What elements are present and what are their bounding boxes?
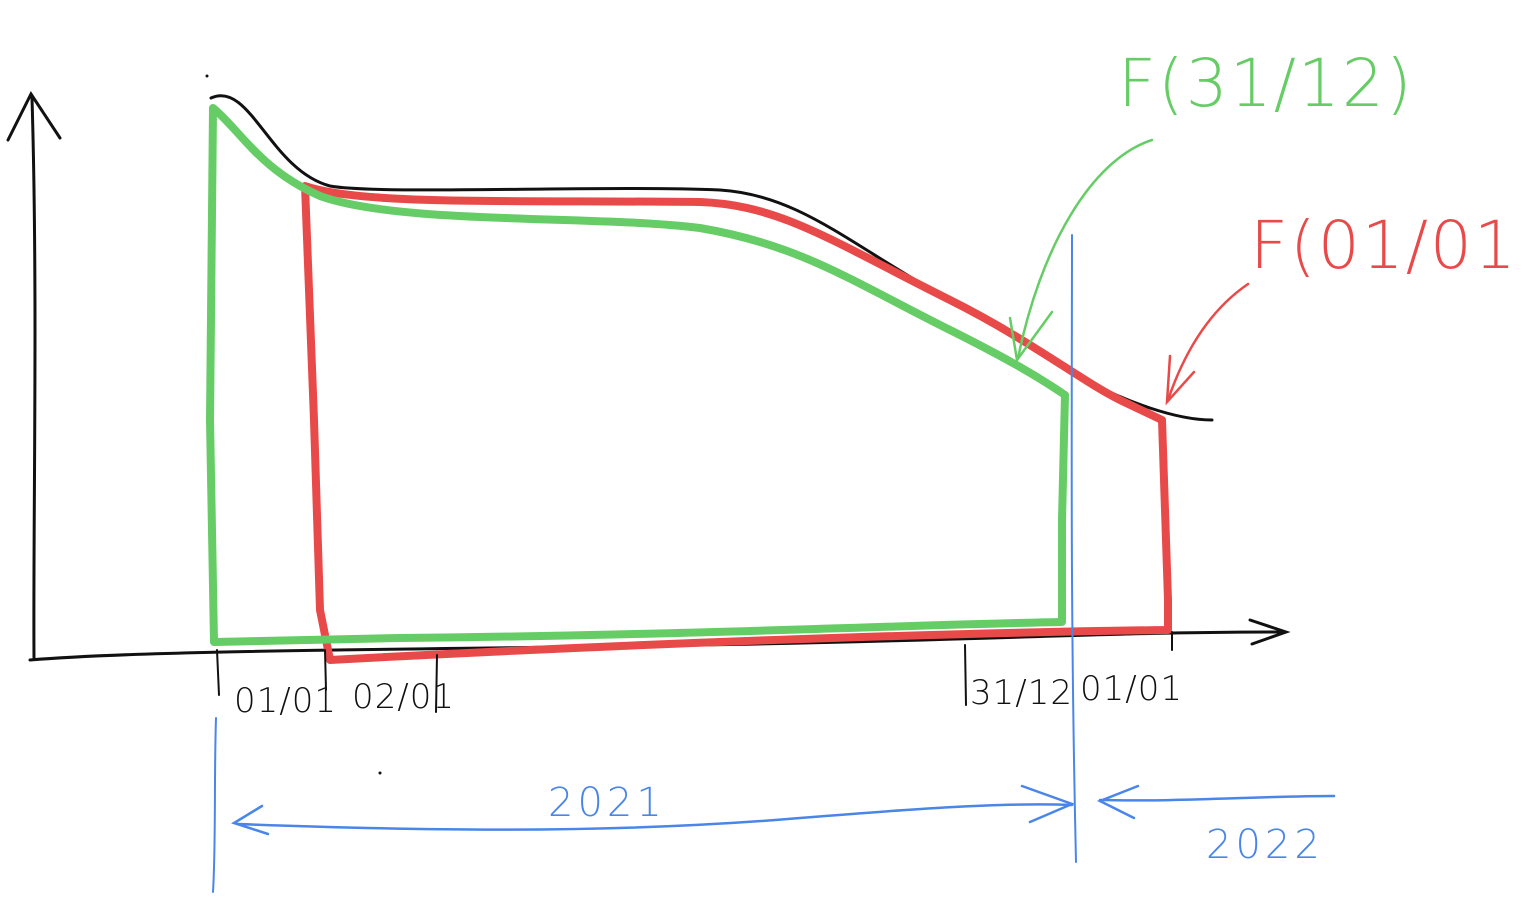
y-axis — [6, 91, 62, 660]
timeline-start-line — [212, 717, 217, 893]
year-2022-label: 2022 — [1206, 822, 1324, 868]
x-axis-ticks — [216, 631, 1173, 713]
green-window-annotation: F(31/12) — [1118, 45, 1414, 122]
date-label-02-01: 02/01 — [352, 677, 455, 717]
year-2022-arrow — [1096, 784, 1336, 820]
stray-dot — [205, 74, 209, 78]
year-2021-label: 2021 — [548, 780, 666, 826]
green-window — [206, 104, 1069, 646]
date-label-01-01: 01/01 — [234, 681, 337, 721]
date-label-31-12: 31/12 — [970, 673, 1073, 713]
year-2021-arrow — [231, 784, 1076, 836]
red-window — [301, 182, 1172, 664]
date-label-01-01-next: 01/01 — [1080, 669, 1183, 709]
year-boundary-line — [1070, 234, 1077, 863]
red-annotation-arrow — [1165, 282, 1250, 406]
stray-dot — [378, 771, 382, 775]
green-annotation-arrow — [1008, 138, 1154, 364]
value-curve — [209, 94, 1214, 422]
red-window-annotation: F(01/01) — [1250, 207, 1524, 284]
